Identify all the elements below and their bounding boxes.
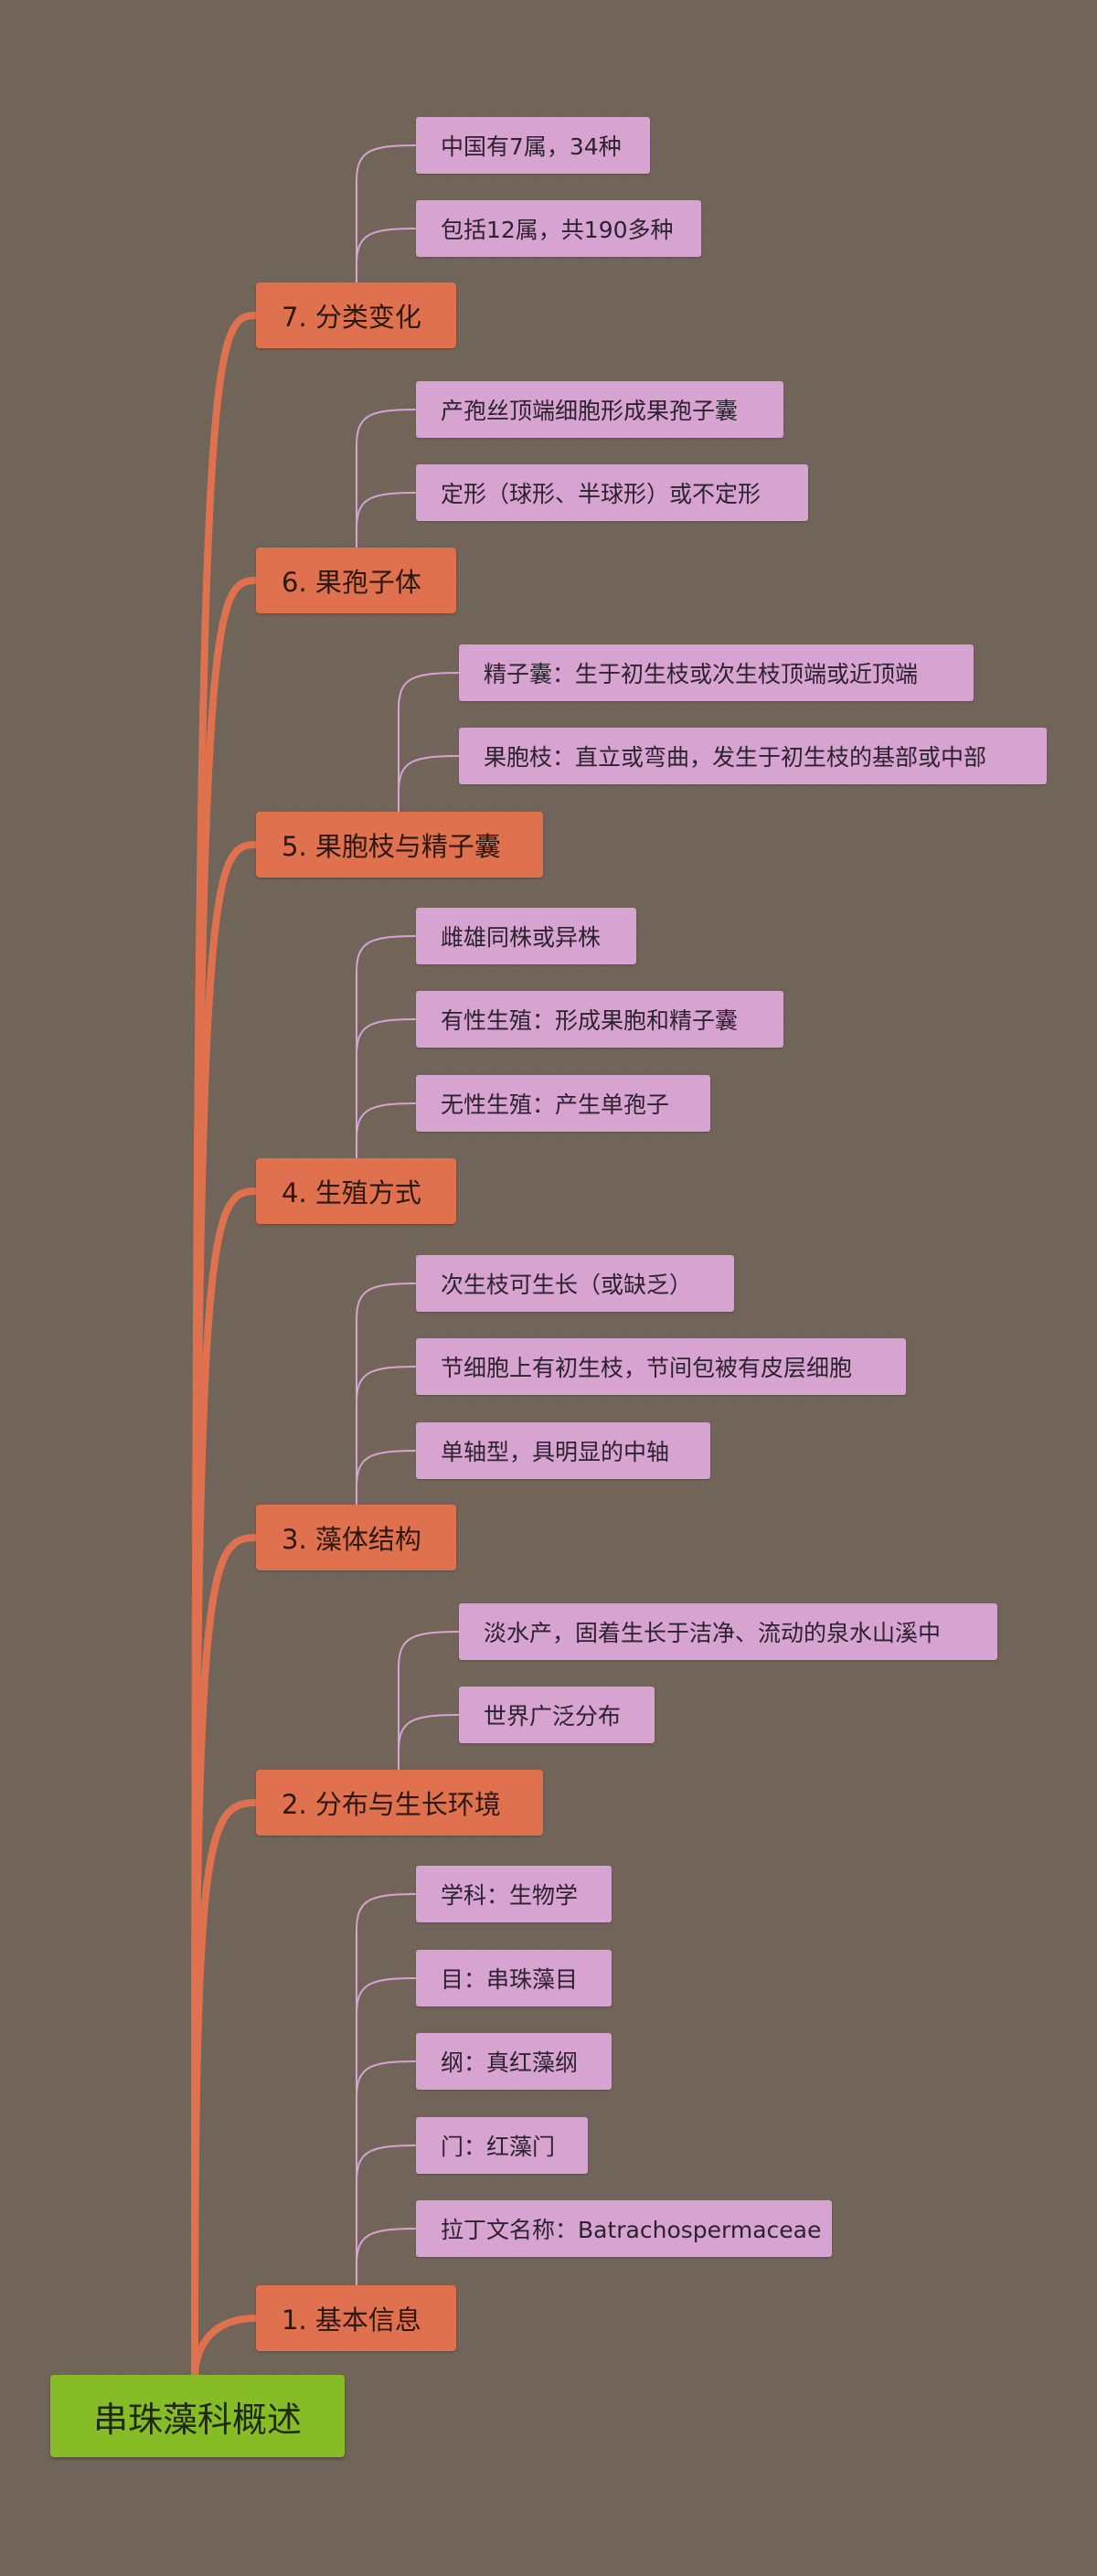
branch-connector xyxy=(191,1799,260,2380)
leaf-connector xyxy=(398,755,460,813)
leaf-node[interactable]: 学科：生物学 xyxy=(416,1866,612,1922)
leaf-connector xyxy=(356,1283,417,1506)
branch-label: 3. 藻体结构 xyxy=(282,1524,421,1555)
leaf-connector xyxy=(356,144,417,283)
branch-distribution-habitat[interactable]: 2. 分布与生长环境 xyxy=(256,1770,543,1836)
leaf-node[interactable]: 果胞枝：直立或弯曲，发生于初生枝的基部或中部 xyxy=(459,728,1047,784)
branch-connector xyxy=(191,841,260,2380)
leaf-label: 包括12属，共190多种 xyxy=(441,217,674,243)
branch-label: 4. 生殖方式 xyxy=(282,1177,421,1208)
leaf-node[interactable]: 淡水产，固着生长于洁净、流动的泉水山溪中 xyxy=(459,1603,997,1660)
branch-basic-info[interactable]: 1. 基本信息 xyxy=(256,2285,456,2351)
branch-carpogonial-branch-spermatangia[interactable]: 5. 果胞枝与精子囊 xyxy=(256,812,543,878)
leaf-node[interactable]: 包括12属，共190多种 xyxy=(416,200,701,257)
root-node[interactable]: 串珠藻科概述 xyxy=(50,2375,345,2457)
branch-label: 1. 基本信息 xyxy=(282,2305,421,2336)
branch-thallus-structure[interactable]: 3. 藻体结构 xyxy=(256,1505,456,1570)
leaf-label: 定形（球形、半球形）或不定形 xyxy=(441,481,762,507)
leaf-node[interactable]: 门：红藻门 xyxy=(416,2117,588,2174)
leaf-connector xyxy=(356,1893,417,2286)
leaf-node[interactable]: 次生枝可生长（或缺乏） xyxy=(416,1255,734,1312)
leaf-connector xyxy=(356,2228,417,2286)
leaf-node[interactable]: 节细胞上有初生枝，节间包被有皮层细胞 xyxy=(416,1338,906,1395)
leaf-connector xyxy=(356,492,417,548)
leaf-label: 无性生殖：产生单孢子 xyxy=(441,1091,670,1118)
leaf-node[interactable]: 目：串珠藻目 xyxy=(416,1950,612,2007)
leaf-connector xyxy=(356,228,417,283)
leaf-connector xyxy=(398,1714,460,1771)
branch-reproduction[interactable]: 4. 生殖方式 xyxy=(256,1158,456,1224)
leaf-label: 中国有7属，34种 xyxy=(441,133,622,160)
leaf-label: 有性生殖：形成果胞和精子囊 xyxy=(441,1007,739,1034)
leaf-label: 目：串珠藻目 xyxy=(441,1966,579,1993)
leaf-label: 雌雄同株或异株 xyxy=(441,924,602,951)
branch-label: 6. 果孢子体 xyxy=(282,567,421,598)
leaf-node[interactable]: 单轴型，具明显的中轴 xyxy=(416,1422,710,1479)
leaf-node[interactable]: 世界广泛分布 xyxy=(459,1687,655,1743)
leaf-label: 世界广泛分布 xyxy=(484,1703,622,1730)
leaf-connector xyxy=(356,935,417,1159)
leaf-label: 果胞枝：直立或弯曲，发生于初生枝的基部或中部 xyxy=(484,744,987,771)
leaf-node[interactable]: 精子囊：生于初生枝或次生枝顶端或近顶端 xyxy=(459,644,974,701)
branch-connector xyxy=(191,2315,260,2380)
branch-classification-change[interactable]: 7. 分类变化 xyxy=(256,282,456,348)
leaf-node[interactable]: 定形（球形、半球形）或不定形 xyxy=(416,464,808,521)
leaf-label: 节细胞上有初生枝，节间包被有皮层细胞 xyxy=(441,1355,853,1381)
leaf-label: 精子囊：生于初生枝或次生枝顶端或近顶端 xyxy=(484,661,919,687)
leaf-label: 门：红藻门 xyxy=(441,2134,556,2160)
branch-label: 2. 分布与生长环境 xyxy=(282,1789,501,1820)
leaf-label: 产孢丝顶端细胞形成果孢子囊 xyxy=(441,398,739,424)
branch-label: 7. 分类变化 xyxy=(282,302,421,333)
root-label: 串珠藻科概述 xyxy=(92,2399,302,2440)
leaf-connector xyxy=(356,1018,417,1159)
branch-connector xyxy=(191,1187,260,2380)
leaf-connector xyxy=(356,1977,417,2286)
leaf-connector xyxy=(356,409,417,548)
leaf-label: 拉丁文名称：Batrachospermaceae xyxy=(441,2217,822,2243)
leaf-label: 纲：真红藻纲 xyxy=(441,2049,579,2076)
leaf-connector xyxy=(398,1631,460,1771)
leaf-node[interactable]: 中国有7属，34种 xyxy=(416,117,650,174)
leaf-label: 单轴型，具明显的中轴 xyxy=(441,1439,670,1465)
branch-carposporophyte[interactable]: 6. 果孢子体 xyxy=(256,548,456,613)
leaf-node[interactable]: 有性生殖：形成果胞和精子囊 xyxy=(416,991,783,1048)
leaf-label: 淡水产，固着生长于洁净、流动的泉水山溪中 xyxy=(484,1620,942,1646)
leaf-node[interactable]: 纲：真红藻纲 xyxy=(416,2033,612,2090)
leaf-connector xyxy=(398,672,460,813)
leaf-connector xyxy=(356,1102,417,1159)
leaf-node[interactable]: 无性生殖：产生单孢子 xyxy=(416,1075,710,1132)
branch-label: 5. 果胞枝与精子囊 xyxy=(282,831,501,862)
leaf-connector xyxy=(356,1366,417,1506)
leaf-connector xyxy=(356,1450,417,1506)
leaf-connector xyxy=(356,2145,417,2286)
leaf-node[interactable]: 产孢丝顶端细胞形成果孢子囊 xyxy=(416,381,783,438)
leaf-connector xyxy=(356,2060,417,2286)
leaf-label: 次生枝可生长（或缺乏） xyxy=(441,1272,693,1298)
leaf-node[interactable]: 拉丁文名称：Batrachospermaceae xyxy=(416,2200,832,2257)
leaf-label: 学科：生物学 xyxy=(441,1882,579,1909)
leaf-node[interactable]: 雌雄同株或异株 xyxy=(416,908,636,964)
